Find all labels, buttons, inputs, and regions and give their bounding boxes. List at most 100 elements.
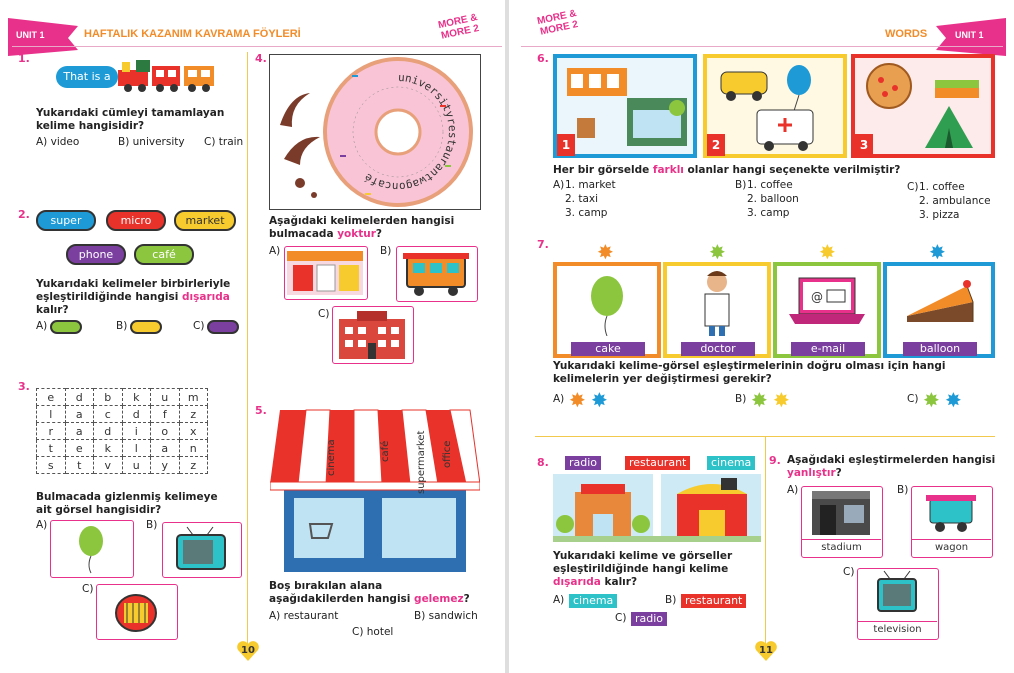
more-more-logo: MORE & MORE 2 <box>437 12 481 42</box>
q9-question: Aşağıdaki eşleştirmelerden hangisi yanlı… <box>787 454 996 479</box>
q8-buildings-illustration <box>553 474 761 542</box>
pizza-sandwich-camp-icon <box>866 63 979 148</box>
word-pill-micro: micro <box>106 210 166 231</box>
q3-option-c[interactable]: C) <box>82 583 94 595</box>
q7-option-b[interactable]: B) <box>735 393 747 405</box>
q8-option-a[interactable]: A) <box>553 594 565 606</box>
market-coffee-icon <box>567 68 687 146</box>
grid-cell: m <box>178 388 208 406</box>
grid-cell: e <box>36 388 66 406</box>
awning-word-supermarket: supermarket <box>416 430 427 494</box>
q1-question: Yukarıdaki cümleyi tamamlayan kelime han… <box>36 107 225 132</box>
awning-word-cafe: café <box>380 440 391 462</box>
q8-option-c[interactable]: C) <box>615 612 627 624</box>
q1-option-b[interactable]: B) university <box>118 136 185 148</box>
q8-option-c-word: radio <box>631 612 668 626</box>
q8-label-cinema: cinema <box>707 456 756 470</box>
word-pill-super: super <box>36 210 96 231</box>
q3-option-b[interactable]: B) <box>146 519 158 531</box>
q7-label-doctor: doctor <box>681 342 755 356</box>
star-icon: ✸ <box>709 240 726 264</box>
yellow-pill-icon <box>130 320 162 334</box>
page-header-title: HAFTALIK KAZANIM KAVRAMA FÖYLERİ <box>84 28 301 40</box>
radio-icon <box>115 594 157 632</box>
q4-image-c <box>332 306 414 364</box>
heart-icon <box>237 641 259 661</box>
grid-cell: l <box>36 405 66 423</box>
question-number: 2. <box>18 208 30 221</box>
q9-option-c[interactable]: C) <box>843 566 855 578</box>
q3-image-c <box>96 584 178 640</box>
star-icon: ✸ <box>569 388 586 412</box>
header-rule <box>521 46 1003 47</box>
grid-cell: t <box>36 439 66 457</box>
q5-option-b[interactable]: B) sandwich <box>414 610 478 622</box>
q8-question: Yukarıdaki kelime ve görseller eşleştiri… <box>553 550 733 588</box>
grid-cell: d <box>93 422 123 440</box>
question-number: 7. <box>537 238 549 251</box>
grid-cell: o <box>150 422 180 440</box>
donut-icon: universityrestaurantwagoncafé <box>280 57 473 207</box>
doctor-icon <box>704 271 730 336</box>
right-page: MORE & MORE 2 WORDS UNIT 1 6. 1 2 3 Her … <box>509 0 1014 673</box>
balloon-icon <box>591 276 623 337</box>
q6-panel-1: 1 <box>553 54 697 158</box>
star-icon: ✸ <box>819 240 836 264</box>
q5-option-c[interactable]: C) hotel <box>352 626 394 638</box>
column-divider <box>765 436 766 646</box>
television-icon <box>877 570 917 612</box>
grid-cell: y <box>150 456 180 474</box>
q8-label-radio: radio <box>565 456 602 470</box>
q4-option-b[interactable]: B) <box>380 245 392 257</box>
q1-option-a[interactable]: A) video <box>36 136 80 148</box>
star-icon: ✸ <box>945 388 962 412</box>
shop-awning-illustration <box>270 409 480 572</box>
awning-words: cinema café supermarket office <box>320 418 470 494</box>
unit-label: UNIT 1 <box>955 30 984 40</box>
q8-option-b[interactable]: B) <box>665 594 677 606</box>
q1-option-c[interactable]: C) train <box>204 136 244 148</box>
star-icon: ✸ <box>591 388 608 412</box>
q2-option-b[interactable]: B) <box>116 320 128 332</box>
q4-option-c[interactable]: C) <box>318 308 330 320</box>
wagon-icon <box>403 253 469 296</box>
q7-label-cake: cake <box>571 342 645 356</box>
question-number: 5. <box>255 404 267 417</box>
green-pill-icon <box>50 320 82 334</box>
question-number: 4. <box>255 52 267 65</box>
grid-cell: x <box>178 422 208 440</box>
q7-option-c[interactable]: C) <box>907 393 919 405</box>
q9-option-b[interactable]: B) <box>897 484 909 496</box>
awning-word-office: office <box>442 440 453 468</box>
university-icon <box>339 311 405 359</box>
q6-question: Her bir görselde farklı olanlar hangi se… <box>553 164 901 176</box>
star-icon: ✸ <box>923 388 940 412</box>
q9-option-a[interactable]: A) <box>787 484 799 496</box>
grid-cell: e <box>64 439 94 457</box>
q5-option-a[interactable]: A) restaurant <box>269 610 339 622</box>
q3-option-a[interactable]: A) <box>36 519 48 531</box>
q8-option-b-word: restaurant <box>681 594 747 608</box>
grid-cell: a <box>64 405 94 423</box>
q2-option-c[interactable]: C) <box>193 320 205 332</box>
grid-cell: u <box>121 456 151 474</box>
panel-number: 2 <box>707 134 725 156</box>
q7-option-a[interactable]: A) <box>553 393 565 405</box>
q4-option-a[interactable]: A) <box>269 245 281 257</box>
word-pill-market: market <box>174 210 236 231</box>
grid-cell: r <box>36 422 66 440</box>
train-sentence: That is a <box>56 66 118 88</box>
train-icon <box>118 60 214 92</box>
q2-option-a[interactable]: A) <box>36 320 48 332</box>
page-number: 10 <box>241 645 255 656</box>
balloon-icon <box>79 526 103 574</box>
question-number: 3. <box>18 380 30 393</box>
awning-word-cinema: cinema <box>326 439 337 476</box>
grid-cell: l <box>121 439 151 457</box>
